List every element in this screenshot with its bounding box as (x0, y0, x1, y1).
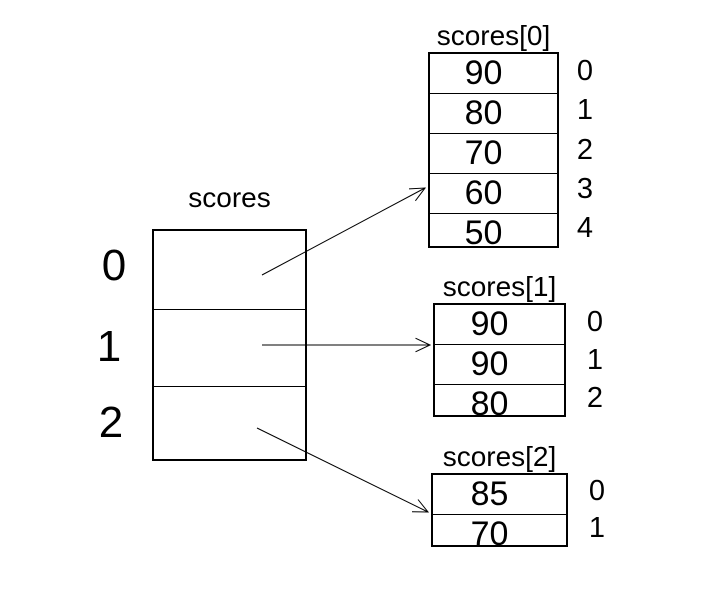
arrow-scores-1 (262, 337, 432, 353)
sub-array-1-value-1: 90 (435, 344, 564, 384)
main-array-box (152, 229, 307, 461)
main-array-index-1: 1 (96, 322, 122, 371)
sub-array-0-value-4: 50 (430, 213, 557, 253)
sub-array-1-index-1: 1 (586, 343, 604, 376)
sub-array-2-index-0: 0 (588, 475, 606, 507)
sub-array-1-index-0: 0 (586, 305, 604, 338)
sub-array-0-index-0: 0 (576, 55, 594, 88)
main-array-index-2: 2 (98, 398, 124, 447)
sub-array-0-table: 90 80 70 60 50 (428, 52, 559, 252)
sub-array-0-index-4: 4 (576, 211, 594, 244)
sub-array-2-index-column: 0 1 (581, 473, 613, 547)
sub-array-2-title: scores[2] (442, 441, 557, 472)
sub-array-0-index-3: 3 (576, 172, 594, 205)
sub-array-0-title: scores[0] (436, 20, 551, 51)
sub-array-0-value-0: 90 (464, 54, 503, 92)
sub-array-1-table: 90 90 80 (433, 303, 566, 423)
sub-array-2-index-1: 1 (588, 512, 606, 544)
sub-array-0-index-1: 1 (576, 94, 594, 127)
main-array-title: scores (188, 182, 271, 213)
sub-array-1-index-column: 0 1 2 (579, 303, 611, 417)
sub-array-1-title: scores[1] (442, 271, 557, 302)
arrow-scores-0 (261, 187, 427, 276)
sub-array-1-value-2: 80 (435, 384, 564, 424)
sub-array-0-index-column: 0 1 2 3 4 (569, 52, 601, 248)
arrow-scores-2 (256, 427, 430, 513)
sub-array-1-index-2: 2 (586, 381, 604, 414)
main-array-index-0: 0 (101, 241, 127, 290)
sub-array-0-value-1: 80 (430, 93, 557, 133)
sub-array-0-value-3: 60 (430, 173, 557, 213)
main-array-cell-1 (154, 309, 305, 386)
sub-array-2-value-0: 85 (470, 475, 509, 513)
main-array-cell-0 (154, 231, 305, 309)
sub-array-0-index-2: 2 (576, 133, 594, 166)
sub-array-0-value-2: 70 (430, 133, 557, 173)
sub-array-2-value-1: 70 (433, 514, 566, 554)
main-array-cell-2 (154, 386, 305, 459)
sub-array-2-table: 85 70 (431, 473, 568, 553)
sub-array-1-value-0: 90 (470, 305, 509, 343)
